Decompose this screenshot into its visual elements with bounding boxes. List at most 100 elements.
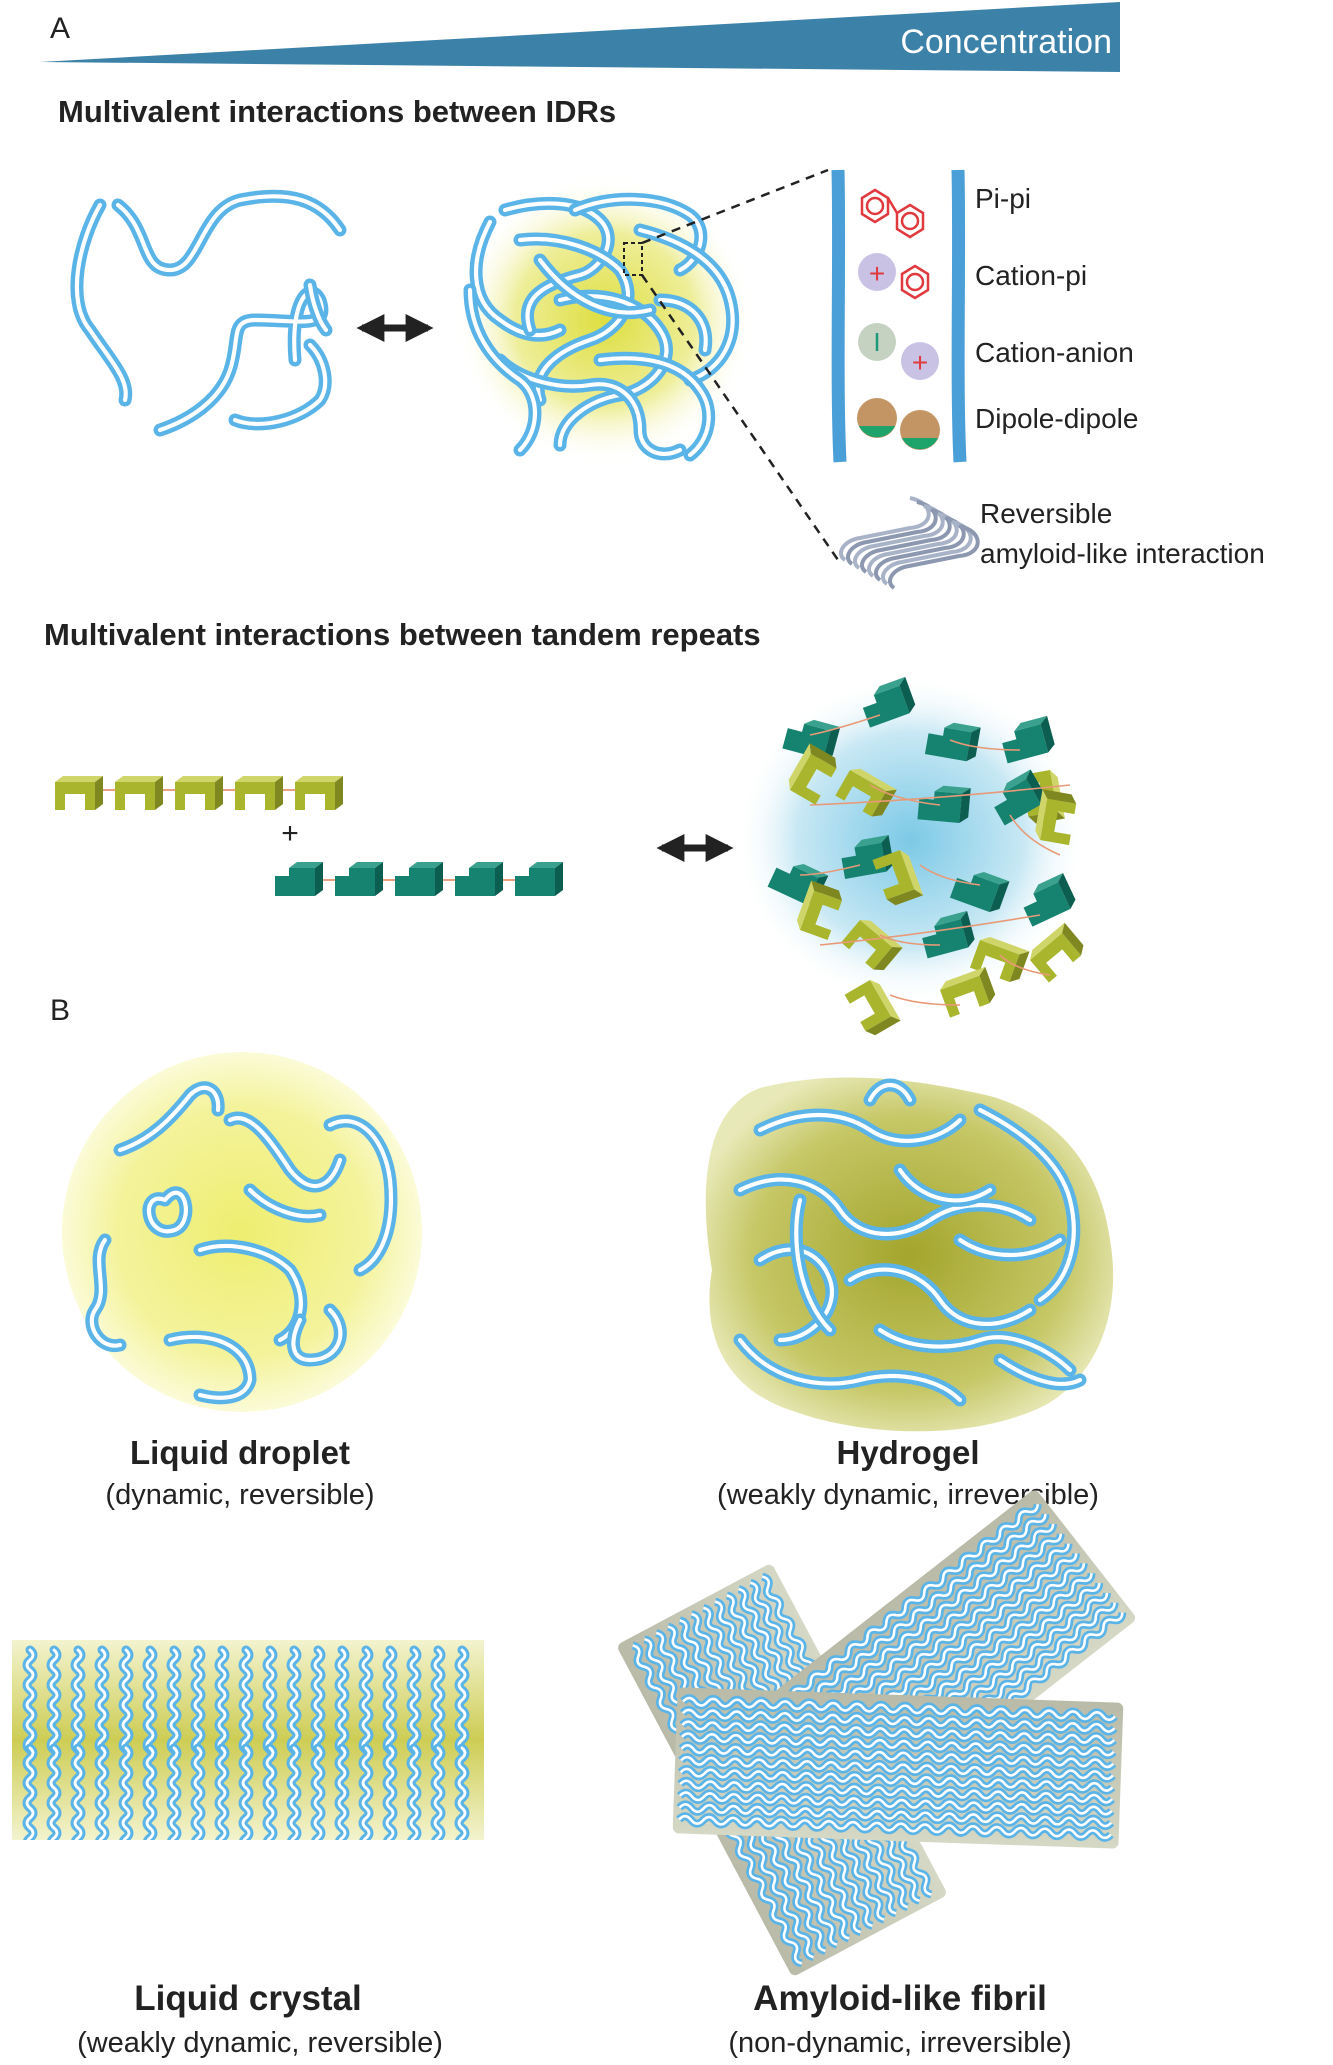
protein-strand <box>223 1111 347 1193</box>
protein-strand <box>70 1645 86 1755</box>
protein-strand <box>953 1233 1067 1262</box>
protein-strand <box>118 1743 134 1840</box>
yellow-repeat-module <box>788 743 837 805</box>
concentration-label: Concentration <box>900 23 1112 61</box>
green-repeat-module <box>395 862 443 896</box>
protein-strand <box>382 1645 398 1755</box>
tandem-repeat-chain-yellow <box>55 776 343 810</box>
protein-strand <box>633 223 740 387</box>
dilute-idr-strands <box>70 189 347 437</box>
green-repeat-module <box>949 871 1010 912</box>
protein-strand <box>310 1743 326 1840</box>
green-repeat-module <box>924 722 981 762</box>
protein-strand <box>118 1645 134 1755</box>
zoom-box <box>623 242 643 276</box>
yellow-repeat-module <box>55 776 103 810</box>
protein-strand <box>303 278 333 337</box>
state-desc-0: (dynamic, reversible) <box>105 1479 374 1511</box>
protein-strand <box>753 1108 967 1148</box>
protein-strand <box>238 1645 254 1755</box>
state-desc-3: (non-dynamic, irreversible) <box>728 2027 1071 2059</box>
interaction-label-2: Cation-anion <box>975 337 1134 368</box>
protein-strand <box>262 1645 278 1755</box>
interaction-label-1: Cation-pi <box>975 260 1087 291</box>
zoom-line-top <box>641 168 829 245</box>
green-repeat-module <box>922 910 975 959</box>
protein-strand <box>46 1645 62 1755</box>
green-repeat-module <box>275 862 323 896</box>
svg-text:+: + <box>869 258 885 289</box>
svg-text:+: + <box>912 347 928 378</box>
protein-strand <box>214 1645 230 1755</box>
yellow-repeat-module <box>940 966 996 1018</box>
protein-strand <box>733 1173 1037 1241</box>
yellow-repeat-module <box>235 776 283 810</box>
green-repeat-module <box>335 862 383 896</box>
tandem-repeat-chain-green <box>275 862 563 896</box>
amyloid-sheet-icon <box>839 496 980 590</box>
green-repeat-module <box>917 785 971 823</box>
protein-strand <box>533 253 657 320</box>
yellow-repeat-module <box>1035 789 1077 846</box>
protein-strand <box>358 1743 374 1840</box>
yellow-repeat-module <box>841 920 903 971</box>
state-name-1: Hydrogel <box>836 1434 979 1471</box>
hydrogel-strands <box>733 1078 1087 1407</box>
interaction-inset: + + <box>831 169 967 463</box>
green-repeat-module <box>994 769 1046 826</box>
yellow-repeat-module <box>115 776 163 810</box>
zoom-line-bottom <box>640 274 840 561</box>
protein-strand <box>142 1645 158 1755</box>
protein-strand <box>286 1645 302 1755</box>
protein-strand <box>493 353 687 461</box>
amyloid-fibril-sheets <box>618 1490 1136 1976</box>
protein-strand <box>382 1743 398 1840</box>
green-repeat-module <box>1002 715 1055 764</box>
protein-strand <box>166 1743 182 1840</box>
tandem-section-title: Multivalent interactions between tandem … <box>44 617 761 652</box>
protein-strand <box>46 1743 62 1840</box>
protein-strand <box>228 338 332 431</box>
protein-strand <box>70 198 133 407</box>
protein-strand <box>334 1645 350 1755</box>
green-repeat-module <box>455 862 503 896</box>
protein-strand <box>22 1645 38 1755</box>
protein-strand <box>287 1303 347 1367</box>
interaction-label-0: Pi-pi <box>975 183 1031 214</box>
protein-strand <box>873 1323 1077 1377</box>
protein-strand <box>94 1645 110 1755</box>
protein-strand <box>190 1743 206 1840</box>
protein-strand <box>262 1743 278 1840</box>
protein-strand <box>893 1163 997 1207</box>
cation-anion-icon: + <box>858 323 939 380</box>
state-name-2: Liquid crystal <box>134 1979 362 2018</box>
protein-strand <box>85 1233 127 1353</box>
yellow-repeat-module <box>844 980 901 1036</box>
protein-strand <box>753 1243 839 1347</box>
protein-strand <box>243 1183 327 1223</box>
idr-condensate-strands <box>463 192 740 462</box>
concentration-banner: Concentration <box>40 2 1120 72</box>
protein-strand <box>469 215 567 342</box>
protein-strand <box>190 1645 206 1755</box>
protein-strand <box>993 1353 1087 1391</box>
protein-strand <box>238 1743 254 1840</box>
protein-strand <box>653 293 713 357</box>
yellow-repeat-module <box>835 768 897 817</box>
state-name-0: Liquid droplet <box>130 1434 350 1471</box>
protein-strand <box>789 1193 837 1337</box>
state-name-3: Amyloid-like fibril <box>753 1979 1047 2018</box>
interaction-label-3: Dipole-dipole <box>975 403 1138 434</box>
protein-strand <box>454 1743 470 1840</box>
fibril-sheet <box>672 1687 1124 1849</box>
protein-strand <box>406 1743 422 1840</box>
plus-sign: + <box>281 817 299 850</box>
protein-strand <box>430 1645 446 1755</box>
protein-strand <box>111 189 347 277</box>
protein-strand <box>166 1645 182 1755</box>
panel-b-label: B <box>50 994 70 1027</box>
protein-strand <box>463 283 542 457</box>
amyloid-interaction-line2: amyloid-like interaction <box>980 538 1265 569</box>
dipole-dipole-icon <box>857 398 940 450</box>
